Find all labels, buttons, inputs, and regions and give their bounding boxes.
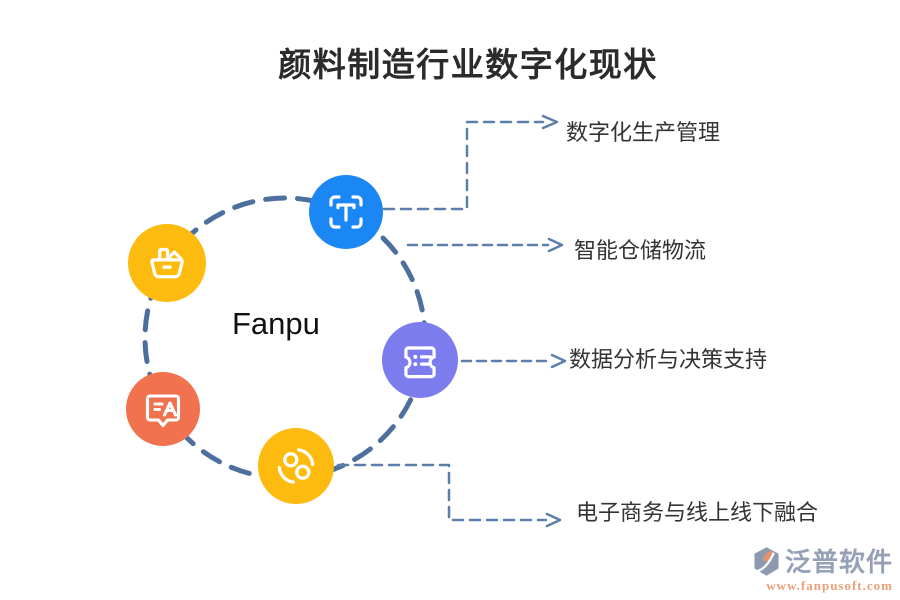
node-ecommerce [258,428,334,504]
branch-label-production: 数字化生产管理 [566,120,721,145]
node-production [309,175,383,249]
text-scan-icon [329,195,363,229]
center-brand-label: Fanpu [232,306,320,341]
node-analytics [382,322,458,398]
branch-label-ecommerce: 电子商务与线上线下融合 [576,500,819,525]
page-title: 颜料制造行业数字化现状 [278,46,658,83]
watermark-brand: 泛普软件 [784,546,893,577]
watermark-url: www.fanpusoft.com [766,578,893,593]
connector-warehouse [406,237,564,253]
connector-production [382,114,559,211]
node-communication [126,372,200,446]
shopping-basket-icon [150,247,184,279]
connector-analytics [460,353,567,369]
branch-label-warehouse: 智能仓储物流 [574,238,707,263]
fanpu-logo-icon [754,547,779,576]
sync-circles-icon [277,448,315,484]
translate-chat-icon [145,394,181,428]
node-procurement [128,224,206,302]
connector-ecommerce [336,463,562,528]
ticket-list-icon [404,346,436,379]
branch-label-analytics: 数据分析与决策支持 [569,347,768,372]
watermark: 泛普软件 www.fanpusoft.com [751,545,893,592]
